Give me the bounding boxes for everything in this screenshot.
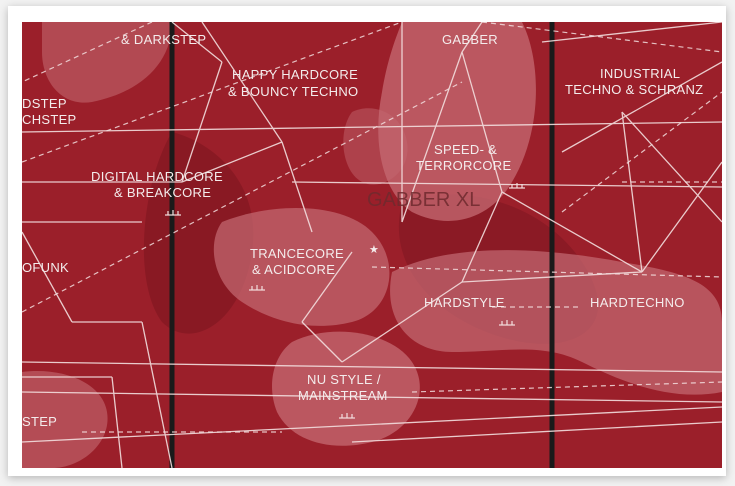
genre-label-chstep: CHSTEP <box>22 112 77 127</box>
genre-label-bouncy-techno: & BOUNCY TECHNO <box>228 84 358 99</box>
turntable-icon <box>509 183 525 189</box>
genre-dashed-links <box>22 22 722 433</box>
genre-label-step: STEP <box>22 414 57 429</box>
turntable-markers <box>165 183 525 419</box>
nustyle-blob <box>272 331 420 446</box>
watermark: GABBER XL <box>367 189 480 211</box>
genre-label-happy-hardcore: HAPPY HARDCORE <box>232 67 358 82</box>
genre-label-mainstream: MAINSTREAM <box>298 388 388 403</box>
genre-connections <box>22 22 722 468</box>
genre-label-dstep: DSTEP <box>22 96 67 111</box>
genre-label-terrorcore: TERRORCORE <box>416 158 511 173</box>
genre-label-nu-style: NU STYLE / <box>307 372 381 387</box>
turntable-icon <box>249 285 265 291</box>
genre-label-speedcore: SPEED- & <box>434 142 497 157</box>
genre-map-svg: GABBER XL & DARKSTEP GABBER HAPPY HARDCO… <box>22 22 722 468</box>
genre-label-trancecore: TRANCECORE <box>250 246 344 261</box>
hardstyle-blob <box>390 250 722 395</box>
genre-label-industrial: INDUSTRIAL <box>600 66 680 81</box>
turntable-icon <box>339 413 355 419</box>
turntable-icon <box>165 210 181 216</box>
genre-label-hardtechno: HARDTECHNO <box>590 295 685 310</box>
genre-label-acidcore: & ACIDCORE <box>252 262 335 277</box>
genre-map: GABBER XL & DARKSTEP GABBER HAPPY HARDCO… <box>22 22 722 468</box>
genre-label-darkstep: & DARKSTEP <box>121 32 206 47</box>
genre-label-hardstyle: HARDSTYLE <box>424 295 505 310</box>
genre-label-digital-hardcore: DIGITAL HARDCORE <box>91 169 223 184</box>
genre-label-breakcore: & BREAKCORE <box>114 185 211 200</box>
genre-label-gabber: GABBER <box>442 32 498 47</box>
darkstep-blob <box>42 22 172 103</box>
genre-label-ofunk: OFUNK <box>22 260 69 275</box>
step-blob <box>22 371 108 468</box>
turntable-icon <box>499 320 515 326</box>
trancecore-blob <box>213 208 390 326</box>
star-icon: ★ <box>369 243 379 256</box>
genre-label-techno-schranz: TECHNO & SCHRANZ <box>565 82 703 97</box>
